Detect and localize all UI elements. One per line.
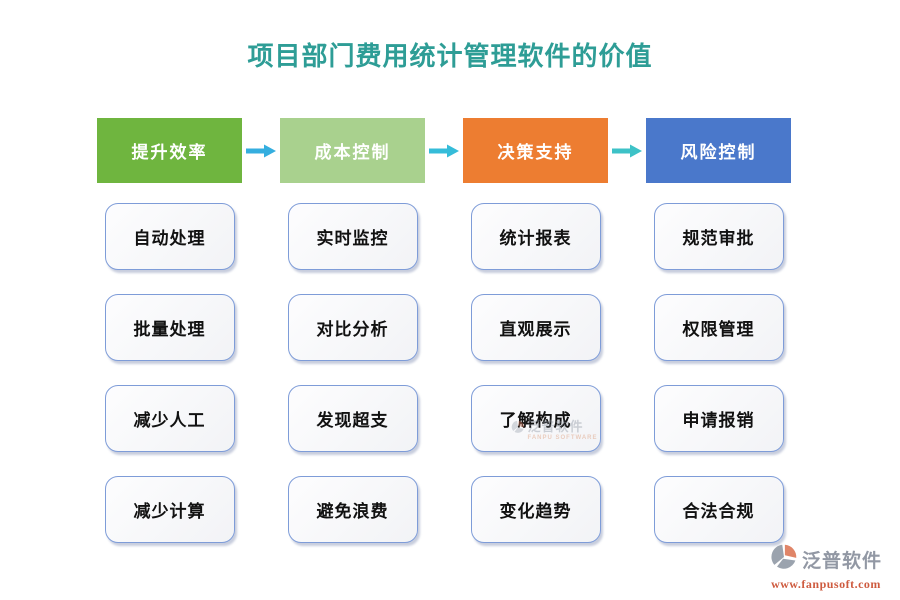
value-column-1: 提升效率自动处理批量处理减少人工减少计算 [97,118,242,543]
value-box: 直观展示 [470,294,601,361]
value-box: 统计报表 [470,203,601,270]
value-column-2: 成本控制实时监控对比分析发现超支避免浪费 [280,118,425,543]
value-box: 合法合规 [653,476,784,543]
flow-arrow-icon [242,118,280,183]
flow-arrow-icon [608,118,646,183]
page-title: 项目部门费用统计管理软件的价值 [247,42,653,71]
value-box: 申请报销 [653,385,784,452]
value-box-label: 减少人工 [133,411,206,430]
value-box: 权限管理 [653,294,784,361]
column-boxes: 实时监控对比分析发现超支避免浪费 [287,203,418,543]
value-column-4: 风险控制规范审批权限管理申请报销合法合规 [646,118,791,543]
column-header: 决策支持 [463,118,608,183]
value-box-label: 减少计算 [133,502,206,521]
value-box-label: 直观展示 [499,320,572,339]
value-box: 发现超支 [287,385,418,452]
column-boxes: 自动处理批量处理减少人工减少计算 [104,203,235,543]
brand-logo-icon [770,543,798,576]
value-box-label: 统计报表 [499,229,572,248]
column-header: 成本控制 [280,118,425,183]
flow-arrow-icon [425,118,463,183]
column-header: 提升效率 [97,118,242,183]
brand-url: www.fanpusoft.com [771,577,881,591]
value-box-label: 规范审批 [682,229,755,248]
value-box-label: 实时监控 [316,229,389,248]
value-box-label: 权限管理 [682,320,755,339]
value-box: 变化趋势 [470,476,601,543]
value-box-label: 变化趋势 [499,502,572,521]
brand-name: 泛普软件 [801,551,882,572]
value-box: 减少计算 [104,476,235,543]
value-box-label: 合法合规 [682,502,755,521]
value-box: 实时监控 [287,203,418,270]
value-box-label: 批量处理 [133,320,206,339]
value-box-label: 对比分析 [316,320,389,339]
value-box: 减少人工 [104,385,235,452]
value-box: 自动处理 [104,203,235,270]
column-boxes: 规范审批权限管理申请报销合法合规 [653,203,784,543]
value-box-label: 自动处理 [133,229,206,248]
value-box: 规范审批 [653,203,784,270]
value-box-label: 了解构成 [499,411,572,430]
column-header: 风险控制 [646,118,791,183]
value-box: 批量处理 [104,294,235,361]
value-flow-diagram: 提升效率自动处理批量处理减少人工减少计算成本控制实时监控对比分析发现超支避免浪费… [97,118,791,543]
value-box: 对比分析 [287,294,418,361]
vendor-watermark-subtext: FANPU SOFTWARE [527,435,598,441]
value-box-label: 发现超支 [316,411,389,430]
value-box: 避免浪费 [287,476,418,543]
value-box-label: 申请报销 [682,411,755,430]
value-box-label: 避免浪费 [316,502,389,521]
brand-logo: 泛普软件 www.fanpusoft.com [770,543,882,592]
